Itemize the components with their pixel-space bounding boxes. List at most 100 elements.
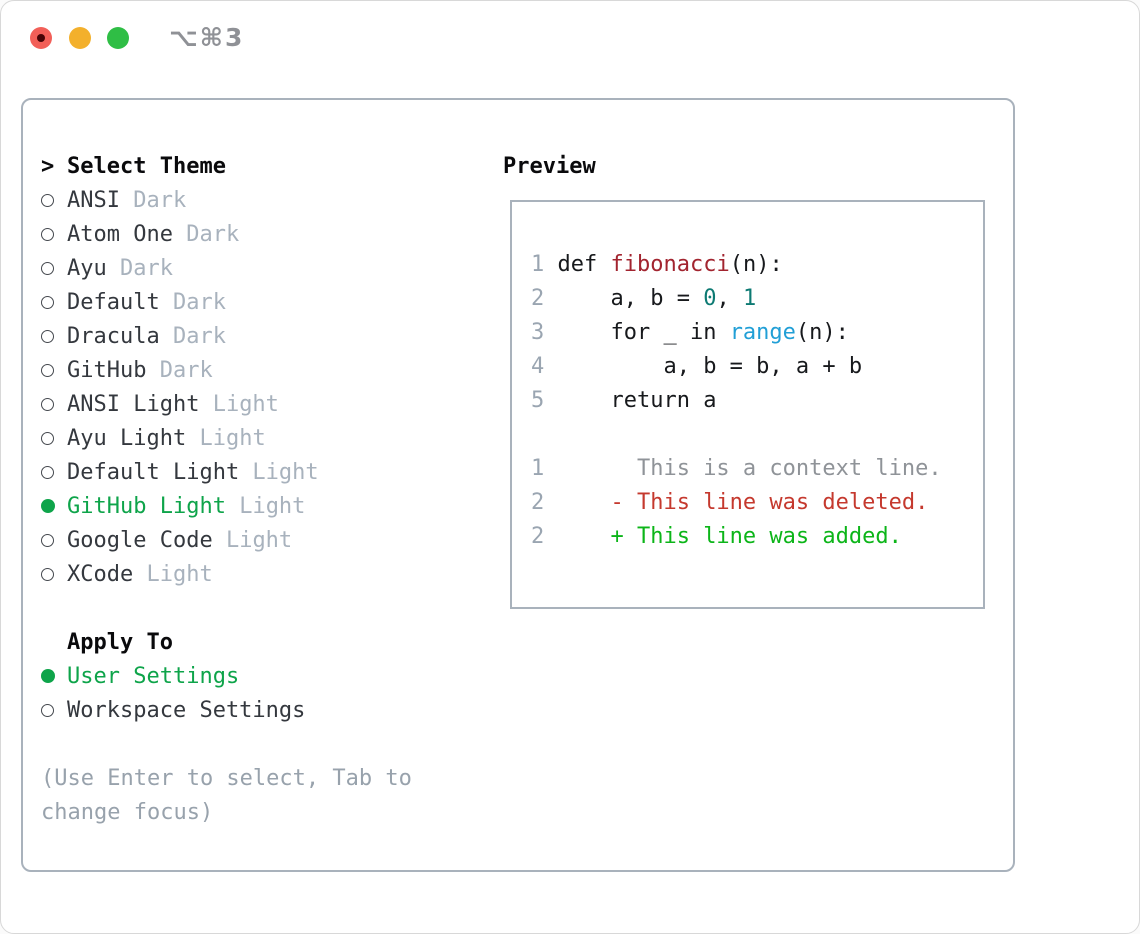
apply-option-workspace-settings[interactable]: Workspace Settings (41, 693, 496, 727)
code-line: 5 return a (531, 388, 942, 422)
radio-icon (41, 397, 54, 411)
token-plain: a, b = b, a + b (544, 354, 863, 379)
theme-option-ayu[interactable]: Ayu Dark (41, 251, 496, 285)
context-line: 1 This is a context line. (531, 456, 942, 490)
apply-option-label: Workspace Settings (67, 697, 306, 723)
spacer-row (41, 727, 496, 761)
radio-selected-icon (41, 669, 55, 683)
theme-option-ayu-light[interactable]: Ayu Light Light (41, 421, 496, 455)
theme-name: Atom One (67, 221, 173, 247)
token-plain: , (716, 286, 743, 311)
theme-name: XCode (67, 561, 134, 587)
code-line: 4 a, b = b, a + b (531, 354, 942, 388)
theme-variant: Dark (172, 221, 240, 247)
select-theme-title: Select Theme (67, 153, 226, 179)
line-number: 4 (531, 354, 545, 379)
apply-option-user-settings[interactable]: User Settings (41, 659, 496, 693)
theme-name: Default (67, 289, 160, 315)
radio-icon (41, 533, 54, 547)
theme-option-dracula[interactable]: Dracula Dark (41, 319, 496, 353)
hint-line: (Use Enter to select, Tab to (41, 765, 412, 791)
radio-icon (41, 567, 54, 581)
theme-variant: Light (133, 561, 213, 587)
theme-variant: Light (225, 493, 306, 519)
token-call: range (729, 320, 796, 345)
line-number: 2 (531, 286, 545, 311)
token-plain: for _ in (544, 320, 730, 345)
theme-name: Ayu Light (67, 425, 187, 451)
close-button-icon[interactable] (30, 27, 52, 49)
token-plain: (n): (729, 252, 783, 277)
theme-option-ansi-light[interactable]: ANSI Light Light (41, 387, 496, 421)
apply-option-label: User Settings (67, 663, 240, 689)
preview-title: Preview (503, 153, 596, 179)
deleted-line: 2 - This line was deleted. (531, 490, 942, 524)
theme-variant: Dark (159, 289, 226, 315)
window-title: ⌥⌘3 (169, 23, 245, 52)
token-fn: fibonacci (610, 252, 730, 277)
theme-option-github-light[interactable]: GitHub Light Light (41, 489, 496, 523)
keyboard-hint-text: (Use Enter to select, Tab to change focus… (41, 761, 496, 829)
radio-icon (41, 329, 54, 343)
theme-name: Google Code (67, 527, 213, 553)
theme-name: Dracula (67, 323, 160, 349)
radio-icon (41, 703, 54, 717)
theme-variant: Light (199, 391, 279, 417)
zoom-button-icon[interactable] (107, 27, 129, 49)
minimize-button-icon[interactable] (69, 27, 91, 49)
theme-variant: Dark (106, 255, 173, 281)
theme-name: ANSI Light (67, 391, 200, 417)
radio-selected-icon (41, 499, 55, 513)
theme-option-ansi[interactable]: ANSI Dark (41, 183, 496, 217)
theme-option-xcode[interactable]: XCode Light (41, 557, 496, 591)
select-theme-header: > Select Theme (41, 149, 496, 183)
theme-option-google-code[interactable]: Google Code Light (41, 523, 496, 557)
theme-option-default-light[interactable]: Default Light Light (41, 455, 496, 489)
line-number: 3 (531, 320, 545, 345)
token-plain: (n): (795, 320, 849, 345)
unsaved-changes-dot-icon (37, 34, 45, 42)
spacer-row (41, 591, 496, 625)
theme-name: Ayu (67, 255, 107, 281)
theme-name: GitHub (67, 357, 147, 383)
line-number: 2 (531, 490, 545, 515)
title-bar: ⌥⌘3 (1, 1, 1139, 73)
radio-icon (41, 193, 54, 207)
code-line: 3 for _ in range(n): (531, 320, 942, 354)
theme-option-atom-one[interactable]: Atom One Dark (41, 217, 496, 251)
token-ctx: This is a context line. (544, 456, 942, 481)
hint-line: change focus) (41, 799, 214, 825)
theme-name: Default Light (67, 459, 240, 485)
theme-variant: Dark (146, 357, 213, 383)
radio-icon (41, 363, 54, 377)
apply-to-header: Apply To (41, 625, 496, 659)
token-num: 0 (703, 286, 717, 311)
blank-line (531, 422, 942, 456)
theme-variant: Light (212, 527, 293, 553)
radio-icon (41, 295, 54, 309)
theme-name: GitHub Light (67, 493, 226, 519)
theme-option-github[interactable]: GitHub Dark (41, 353, 496, 387)
apply-to-title: Apply To (67, 629, 173, 655)
code-line: 2 a, b = 0, 1 (531, 286, 942, 320)
theme-name: ANSI (67, 187, 120, 213)
added-line: 2 + This line was added. (531, 524, 942, 558)
theme-variant: Dark (119, 187, 187, 213)
radio-icon (41, 227, 54, 241)
token-add: + This line was added. (544, 524, 902, 549)
theme-option-default[interactable]: Default Dark (41, 285, 496, 319)
line-number: 2 (531, 524, 545, 549)
line-number: 5 (531, 388, 545, 413)
token-plain: def (544, 252, 611, 277)
code-line: 1 def fibonacci(n): (531, 252, 942, 286)
prompt-chevron-icon: > (41, 153, 55, 179)
line-number: 1 (531, 456, 545, 481)
theme-variant: Dark (159, 323, 226, 349)
theme-variant: Light (186, 425, 266, 451)
